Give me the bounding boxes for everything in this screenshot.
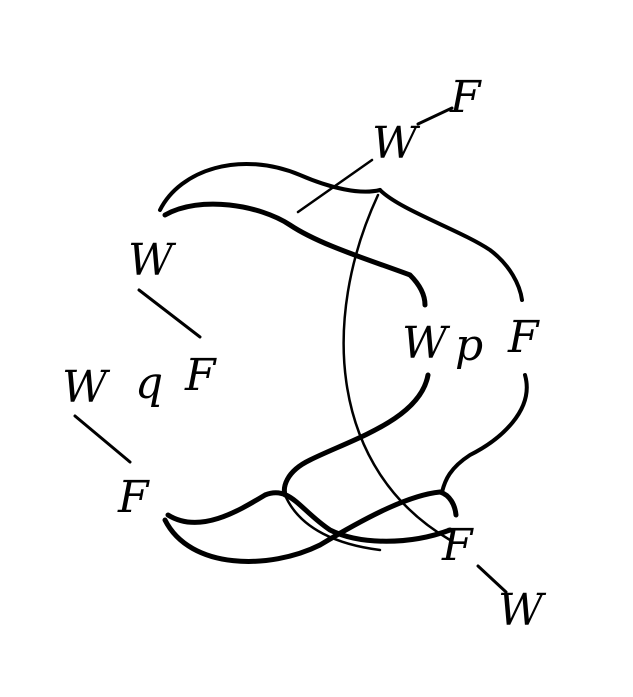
line-top-w-f (416, 106, 454, 126)
curves (158, 162, 529, 564)
label-bottom-w: W (498, 585, 547, 636)
curve-center-arc (342, 193, 452, 542)
curve-top-outer (158, 162, 382, 212)
curve-right-down (440, 373, 529, 494)
line-wq-f (73, 414, 132, 464)
curve-mid-left (281, 372, 431, 498)
label-wq-w: W (62, 362, 111, 413)
curve-right-outer (378, 188, 524, 302)
curve-top-inner (162, 201, 428, 308)
label-bottom-left-f: F (117, 472, 150, 523)
line-bottom-f-w (476, 564, 508, 594)
label-wq-q: q (135, 358, 163, 409)
curve-bottom-2 (162, 489, 459, 564)
label-mid-w: W (402, 318, 451, 369)
curve-bottom-1 (165, 490, 453, 544)
connector-lines (73, 106, 508, 594)
curve-bottom-3 (283, 493, 382, 552)
labels: W F W F W q F W p F F W (62, 72, 547, 636)
label-left-f: F (184, 350, 217, 401)
label-top-w: W (372, 118, 421, 169)
label-bottom-f: F (441, 520, 474, 571)
line-left-w-f (137, 288, 202, 339)
label-left-w: W (128, 235, 177, 286)
label-mid-f: F (507, 312, 540, 363)
label-top-f: F (449, 72, 482, 123)
label-mid-p: p (455, 320, 483, 371)
